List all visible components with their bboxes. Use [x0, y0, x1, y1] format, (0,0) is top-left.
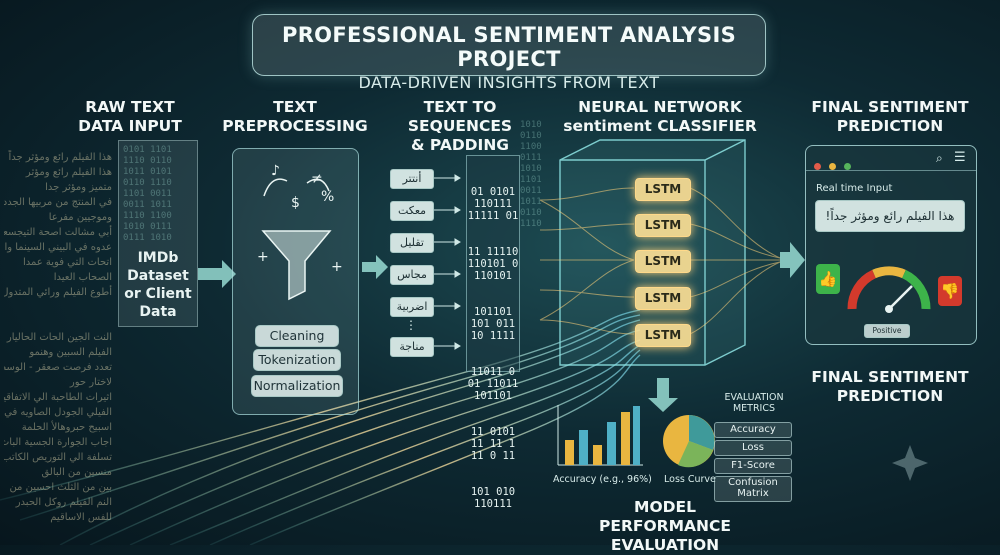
lstm-unit-1: LSTM: [635, 178, 691, 201]
page-subtitle: DATA-DRIVEN INSIGHTS FROM TEXT: [358, 73, 660, 92]
background-text-upper: هذا الفيلم رائع ومؤثر جداًهذا الفيلم رائ…: [4, 152, 112, 298]
preprocess-step-normalization: Normalization: [251, 375, 343, 397]
metric-f1: F1-Score: [714, 458, 792, 474]
sentiment-gauge: [847, 266, 931, 313]
loss-pie-chart: [663, 415, 715, 468]
svg-text:+: +: [257, 249, 269, 265]
token-word-1: أنتتر: [390, 169, 434, 189]
lstm-unit-5: LSTM: [635, 324, 691, 347]
menu-icon[interactable]: ☰: [954, 150, 966, 165]
accuracy-bar-chart: [557, 405, 643, 466]
lstm-unit-2: LSTM: [635, 214, 691, 237]
metric-accuracy: Accuracy: [714, 422, 792, 438]
svg-text:♪: ♪: [271, 163, 280, 179]
page-title: PROFESSIONAL SENTIMENT ANALYSIS PROJECT: [282, 23, 736, 71]
funnel-icon: $ ≠% ♪ + +: [257, 163, 343, 301]
token-word-6: مناجة: [390, 337, 434, 357]
lstm-unit-4: LSTM: [635, 287, 691, 310]
svg-text:≠: ≠: [311, 171, 323, 187]
prediction-app-window: ⌕ ☰ Real time Input هذا الفيلم رائع ومؤث…: [805, 145, 977, 345]
preprocess-step-cleaning: Cleaning: [255, 325, 339, 347]
svg-text:+: +: [331, 259, 343, 275]
thumbs-down-icon: 👎: [938, 276, 962, 306]
metric-loss: Loss: [714, 440, 792, 456]
preprocess-step-tokenization: Tokenization: [253, 349, 341, 371]
token-word-4: مجاس: [390, 265, 434, 285]
token-word-5: اضربية: [390, 297, 434, 317]
loss-caption: Loss Curve: [664, 474, 716, 485]
raw-data-document: 0101 1101 1110 0110 1011 0101 0110 1110 …: [118, 140, 198, 327]
token-word-3: تقليل: [390, 233, 434, 253]
token-word-2: معكت: [390, 201, 434, 221]
background-text-lower: النت الجين الحات الحاليار فيالفيلم السبي…: [4, 332, 112, 523]
accuracy-caption: Accuracy (e.g., 96%): [553, 474, 652, 485]
stage-sequences-heading: TEXT TO SEQUENCES& PADDING: [407, 98, 513, 154]
svg-text:%: %: [321, 189, 334, 205]
token-ellipsis: ⋮: [405, 318, 417, 332]
lstm-unit-3: LSTM: [635, 250, 691, 273]
sentiment-result-badge: Positive: [864, 324, 910, 338]
title-banner: PROFESSIONAL SENTIMENT ANALYSIS PROJECT …: [252, 14, 766, 92]
window-controls: [814, 155, 852, 174]
svg-text:$: $: [291, 195, 300, 211]
thumbs-up-icon: 👍: [816, 264, 840, 294]
binary-background: 1010 0110 1100 0111 1010 1101 0011 1011 …: [520, 120, 542, 229]
input-label: Real time Input: [816, 183, 893, 194]
preprocess-panel: $ ≠% ♪ + + Cleaning Tokenization Normalizat…: [232, 148, 359, 415]
realtime-input-field[interactable]: هذا الفيلم رائع ومؤثر جداً!: [815, 200, 965, 232]
search-icon[interactable]: ⌕: [936, 151, 943, 165]
